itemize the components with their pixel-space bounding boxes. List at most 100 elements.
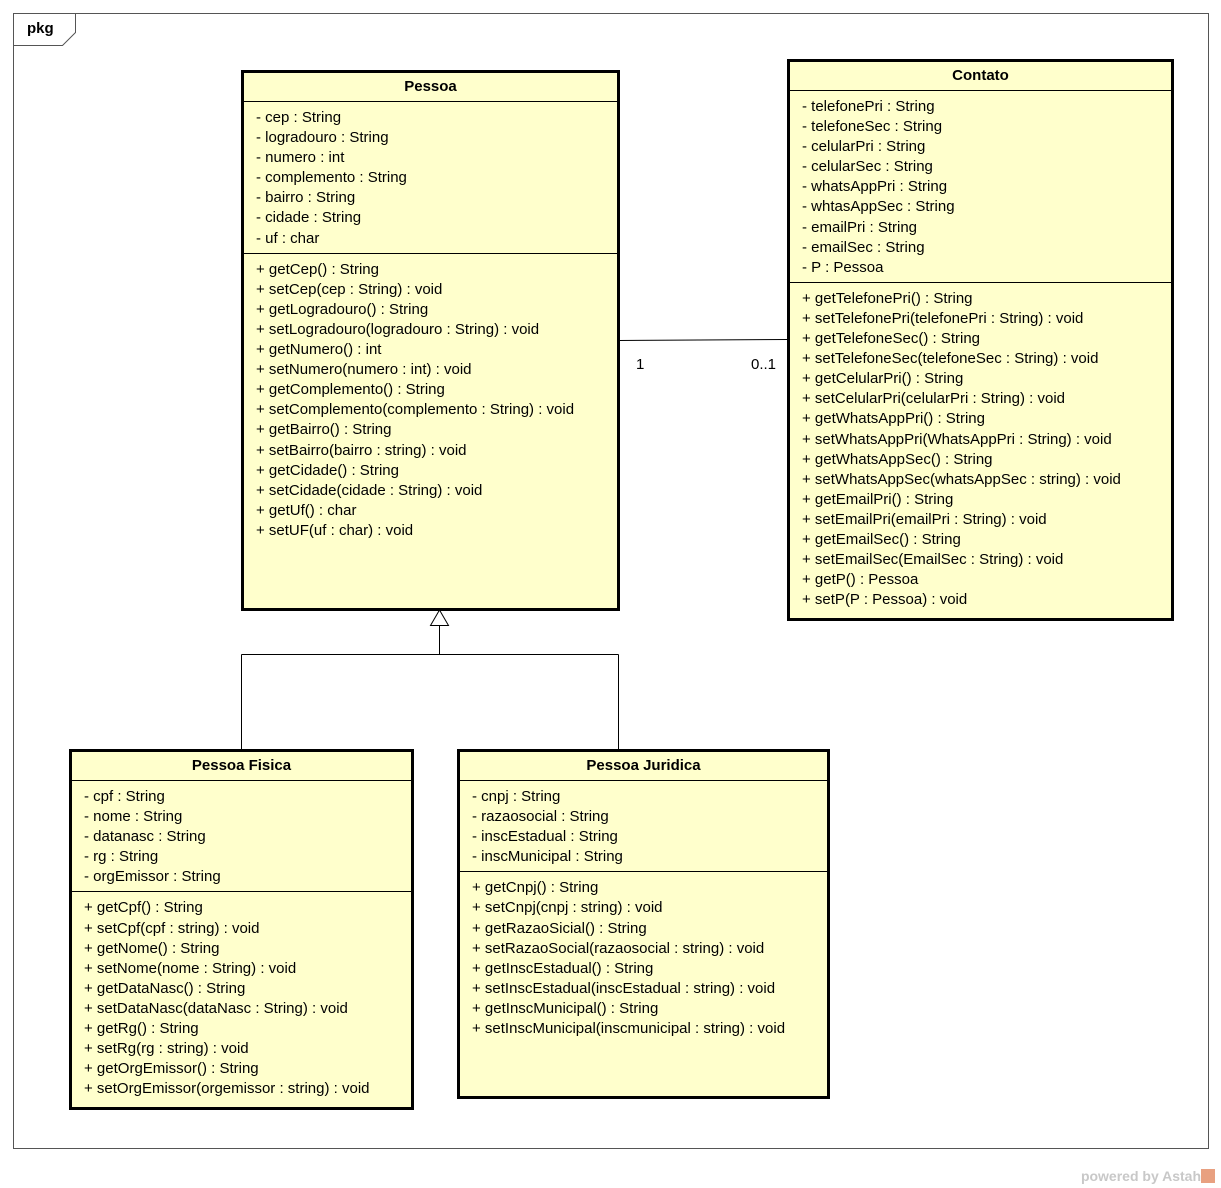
operation[interactable]: + getOrgEmissor() : String (84, 1060, 259, 1078)
class-name: Pessoa Juridica (460, 752, 827, 781)
operation[interactable]: + getBairro() : String (256, 421, 392, 439)
operation[interactable]: + setUF(uf : char) : void (256, 521, 414, 539)
operation[interactable]: + setCidade(cidade : String) : void (256, 481, 483, 499)
operation[interactable]: + getUf() : char (256, 501, 357, 519)
operation[interactable]: + setCep(cep : String) : void (256, 280, 443, 298)
attribute[interactable]: - cidade : String (256, 209, 362, 227)
attribute[interactable]: - inscEstadual : String (472, 828, 618, 846)
operation[interactable]: + setOrgEmissor(orgemissor : string) : v… (84, 1080, 370, 1098)
class-pessoa[interactable]: Pessoa - cep : String - logradouro : Strin… (241, 70, 620, 611)
operation[interactable]: + setCpf(cpf : string) : void (84, 919, 260, 937)
attributes-compartment: - telefonePri : String - telefoneSec : St… (790, 91, 1171, 283)
package-frame (13, 13, 1209, 1149)
attribute[interactable]: - razaosocial : String (472, 808, 609, 826)
operation[interactable]: + getRg() : String (84, 1020, 199, 1038)
watermark-text: powered by Astah (1080, 1168, 1201, 1184)
attribute[interactable]: - emailPri : String (802, 218, 918, 236)
attribute[interactable]: - cnpj : String (472, 788, 561, 805)
attribute[interactable]: - celularSec : String (802, 158, 933, 176)
attribute[interactable]: - P : Pessoa (802, 258, 884, 276)
attribute[interactable]: - cep : String (256, 109, 342, 126)
operation[interactable]: + setWhatsAppPri(WhatsAppPri : String) :… (802, 430, 1112, 448)
attribute[interactable]: - bairro : String (256, 189, 356, 207)
package-label: pkg (27, 20, 54, 37)
operation[interactable]: + getNumero() : int (256, 341, 382, 359)
attribute[interactable]: - logradouro : String (256, 129, 389, 147)
operation[interactable]: + getCelularPri() : String (802, 370, 964, 388)
operation[interactable]: + setRg(rg : string) : void (84, 1040, 249, 1058)
operation[interactable]: + setInscEstadual(inscEstadual : string)… (472, 979, 776, 997)
operation[interactable]: + setCnpj(cnpj : string) : void (472, 899, 663, 917)
attribute[interactable]: - orgEmissor : String (84, 868, 221, 886)
attribute[interactable]: - uf : char (256, 229, 320, 247)
attribute[interactable]: - complemento : String (256, 169, 407, 187)
operation[interactable]: + getEmailPri() : String (802, 490, 954, 508)
class-contato[interactable]: Contato - telefonePri : String - telefoneS… (787, 59, 1174, 621)
association-line[interactable] (618, 339, 789, 341)
operations-compartment: + getTelefonePri() : String + setTelefone… (790, 283, 1171, 615)
class-pessoa-fisica[interactable]: Pessoa Fisica- cpf : String- nome : Stri… (69, 749, 414, 1110)
operation[interactable]: + getEmailSec() : String (802, 530, 961, 548)
operation[interactable]: + setEmailPri(emailPri : String) : void (802, 510, 1047, 528)
operation[interactable]: + setInscMunicipal(inscmunicipal : strin… (472, 1020, 786, 1038)
operations-compartment: + getCep() : String + setCep(cep : String… (244, 254, 617, 545)
attribute[interactable]: - whatsAppPri : String (802, 178, 948, 196)
operations-compartment: + getCpf() : String + setCpf(cpf : string… (72, 892, 411, 1103)
operation[interactable]: + setNome(nome : String) : void (84, 959, 297, 977)
multiplicity-contato: 0..1 (751, 356, 777, 373)
operation[interactable]: + getComplemento() : String (256, 381, 445, 399)
attributes-compartment: - cnpj : String - razaosocial : String - i… (460, 781, 827, 873)
generalization-arrowhead-icon (429, 609, 450, 626)
operation[interactable]: + setComplemento(complemento : String) :… (256, 401, 575, 419)
class-name: Pessoa (244, 73, 617, 102)
class-name: Contato (790, 62, 1171, 91)
attribute[interactable]: - telefoneSec : String (802, 118, 943, 136)
operation[interactable]: + setCelularPri(celularPri : String) : v… (802, 390, 1066, 408)
attributes-compartment: - cep : String - logradouro : String - num… (244, 102, 617, 254)
attribute[interactable]: - nome : String (84, 808, 183, 826)
attribute[interactable]: - telefonePri : String (802, 98, 935, 115)
attribute[interactable]: - cpf : String (84, 788, 165, 805)
operation[interactable]: + getP() : Pessoa (802, 571, 919, 589)
operation[interactable]: + getWhatsAppPri() : String (802, 410, 985, 428)
operation[interactable]: + getCidade() : String (256, 461, 399, 479)
operation[interactable]: + setRazaoSocial(razaosocial : string) :… (472, 939, 765, 957)
operation[interactable]: + setEmailSec(EmailSec : String) : void (802, 551, 1064, 569)
operation[interactable]: + setWhatsAppSec(whatsAppSec : string) :… (802, 470, 1121, 488)
operation[interactable]: + setTelefonePri(telefonePri : String) :… (802, 309, 1084, 327)
operation[interactable]: + setNumero(numero : int) : void (256, 361, 472, 379)
operation[interactable]: + setDataNasc(dataNasc : String) : void (84, 999, 348, 1017)
generalization-connector[interactable] (241, 609, 619, 750)
attribute[interactable]: - datanasc : String (84, 828, 206, 846)
operation[interactable]: + setTelefoneSec(telefoneSec : String) :… (802, 350, 1099, 368)
operations-compartment: + getCnpj() : String + setCnpj(cnpj : str… (460, 872, 827, 1043)
operation[interactable]: + setLogradouro(logradouro : String) : v… (256, 320, 540, 338)
attributes-compartment: - cpf : String - nome : String - datanasc … (72, 781, 411, 893)
attribute[interactable]: - rg : String (84, 848, 159, 866)
operation[interactable]: + getCep() : String (256, 260, 379, 278)
astah-watermark: powered by Astah (1081, 1168, 1215, 1184)
attribute[interactable]: - inscMunicipal : String (472, 848, 623, 866)
operation[interactable]: + getNome() : String (84, 939, 220, 957)
attribute[interactable]: - emailSec : String (802, 238, 925, 256)
class-pessoa-juridica[interactable]: Pessoa Juridica - cnpj : String - razaosoc… (457, 749, 830, 1099)
operation[interactable]: + getRazaoSicial() : String (472, 919, 647, 937)
operation[interactable]: + getTelefoneSec() : String (802, 330, 981, 348)
package-tab (13, 13, 76, 46)
attribute[interactable]: - celularPri : String (802, 138, 926, 156)
operation[interactable]: + getInscMunicipal() : String (472, 999, 659, 1017)
operation[interactable]: + setP(P : Pessoa) : void (802, 591, 968, 609)
attribute[interactable]: - numero : int (256, 149, 345, 167)
astah-logo-icon (1201, 1169, 1215, 1183)
operation[interactable]: + getCpf() : String (84, 899, 203, 917)
operation[interactable]: + getTelefonePri() : String (802, 289, 973, 307)
operation[interactable]: + getLogradouro() : String (256, 300, 429, 318)
operation[interactable]: + getWhatsAppSec() : String (802, 450, 993, 468)
multiplicity-pessoa: 1 (636, 356, 645, 373)
operation[interactable]: + getDataNasc() : String (84, 979, 246, 997)
operation[interactable]: + getInscEstadual() : String (472, 959, 654, 977)
operation[interactable]: + getCnpj() : String (472, 879, 599, 897)
attribute[interactable]: - whtasAppSec : String (802, 198, 955, 216)
operation[interactable]: + setBairro(bairro : string) : void (256, 441, 467, 459)
